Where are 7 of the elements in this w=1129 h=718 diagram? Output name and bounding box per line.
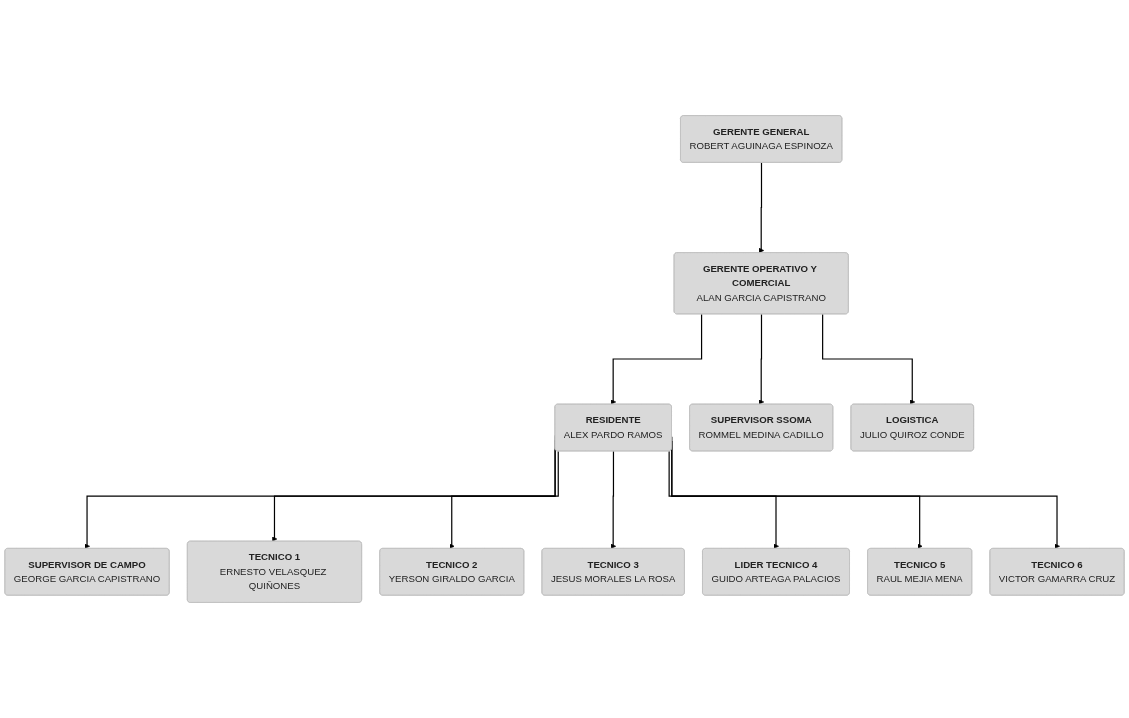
arrow xyxy=(758,162,765,254)
arrow xyxy=(610,313,703,405)
arrow xyxy=(668,450,779,549)
arrow xyxy=(758,313,765,405)
arrow xyxy=(822,313,916,405)
arrow xyxy=(610,450,617,549)
arrow xyxy=(449,450,559,549)
